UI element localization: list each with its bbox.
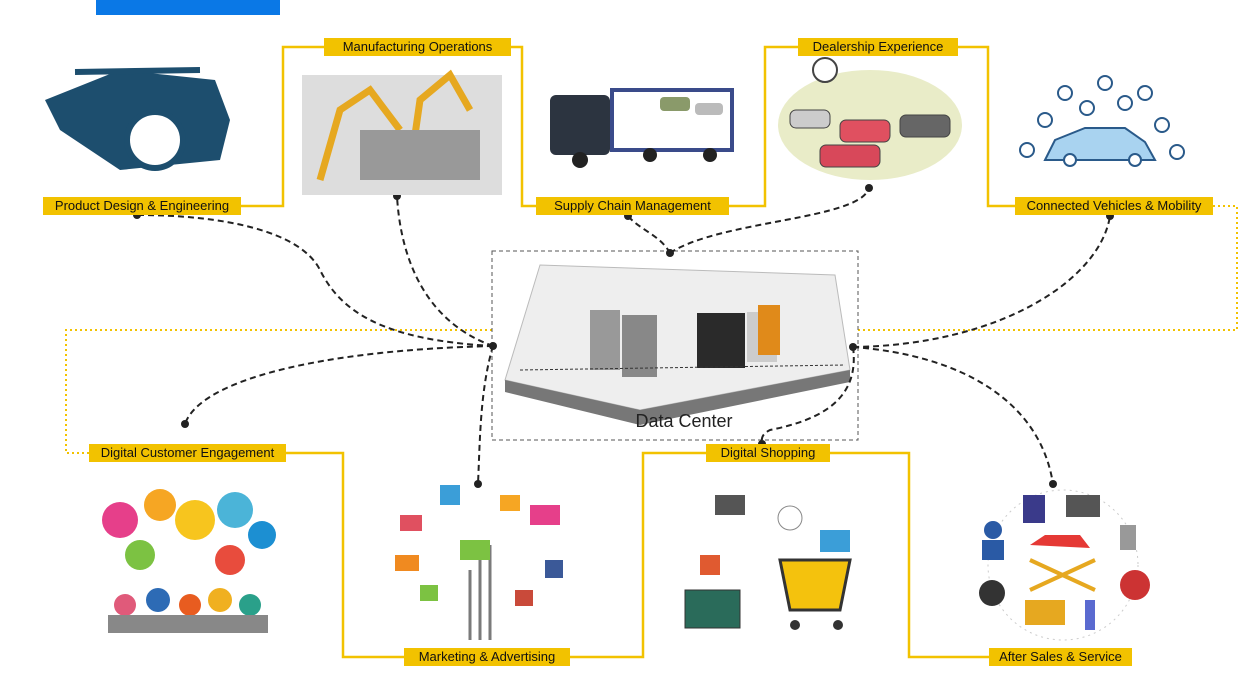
people-chat-icon	[102, 489, 276, 633]
label-manufacturing: Manufacturing Operations	[324, 38, 511, 56]
media-tree-icon	[395, 485, 563, 640]
shopping-cart-icon	[684, 495, 852, 630]
label-product-design: Product Design & Engineering	[43, 197, 241, 215]
label-connected-vehicles: Connected Vehicles & Mobility	[1015, 197, 1213, 215]
label-after-sales: After Sales & Service	[989, 648, 1132, 666]
data-center-label: Data Center	[635, 411, 733, 431]
yellow-dotted-lines	[65, 205, 1238, 454]
label-digital-shopping: Digital Shopping	[706, 444, 830, 462]
connector-lines	[136, 187, 1111, 485]
car-carrier-truck-icon	[550, 88, 734, 168]
label-dealership: Dealership Experience	[798, 38, 958, 56]
yellow-frame-lines	[241, 45, 1015, 659]
label-marketing: Marketing & Advertising	[404, 648, 570, 666]
label-customer-engagement: Digital Customer Engagement	[89, 444, 286, 462]
car-lot-icon	[778, 57, 962, 180]
connected-car-icon	[1019, 75, 1185, 167]
header-banner	[96, 0, 280, 15]
robot-arm-icon	[302, 69, 502, 195]
car-service-icon	[979, 489, 1150, 641]
sports-car-icon	[45, 67, 230, 171]
data-center-illustration	[504, 264, 851, 425]
label-supply-chain: Supply Chain Management	[536, 197, 729, 215]
